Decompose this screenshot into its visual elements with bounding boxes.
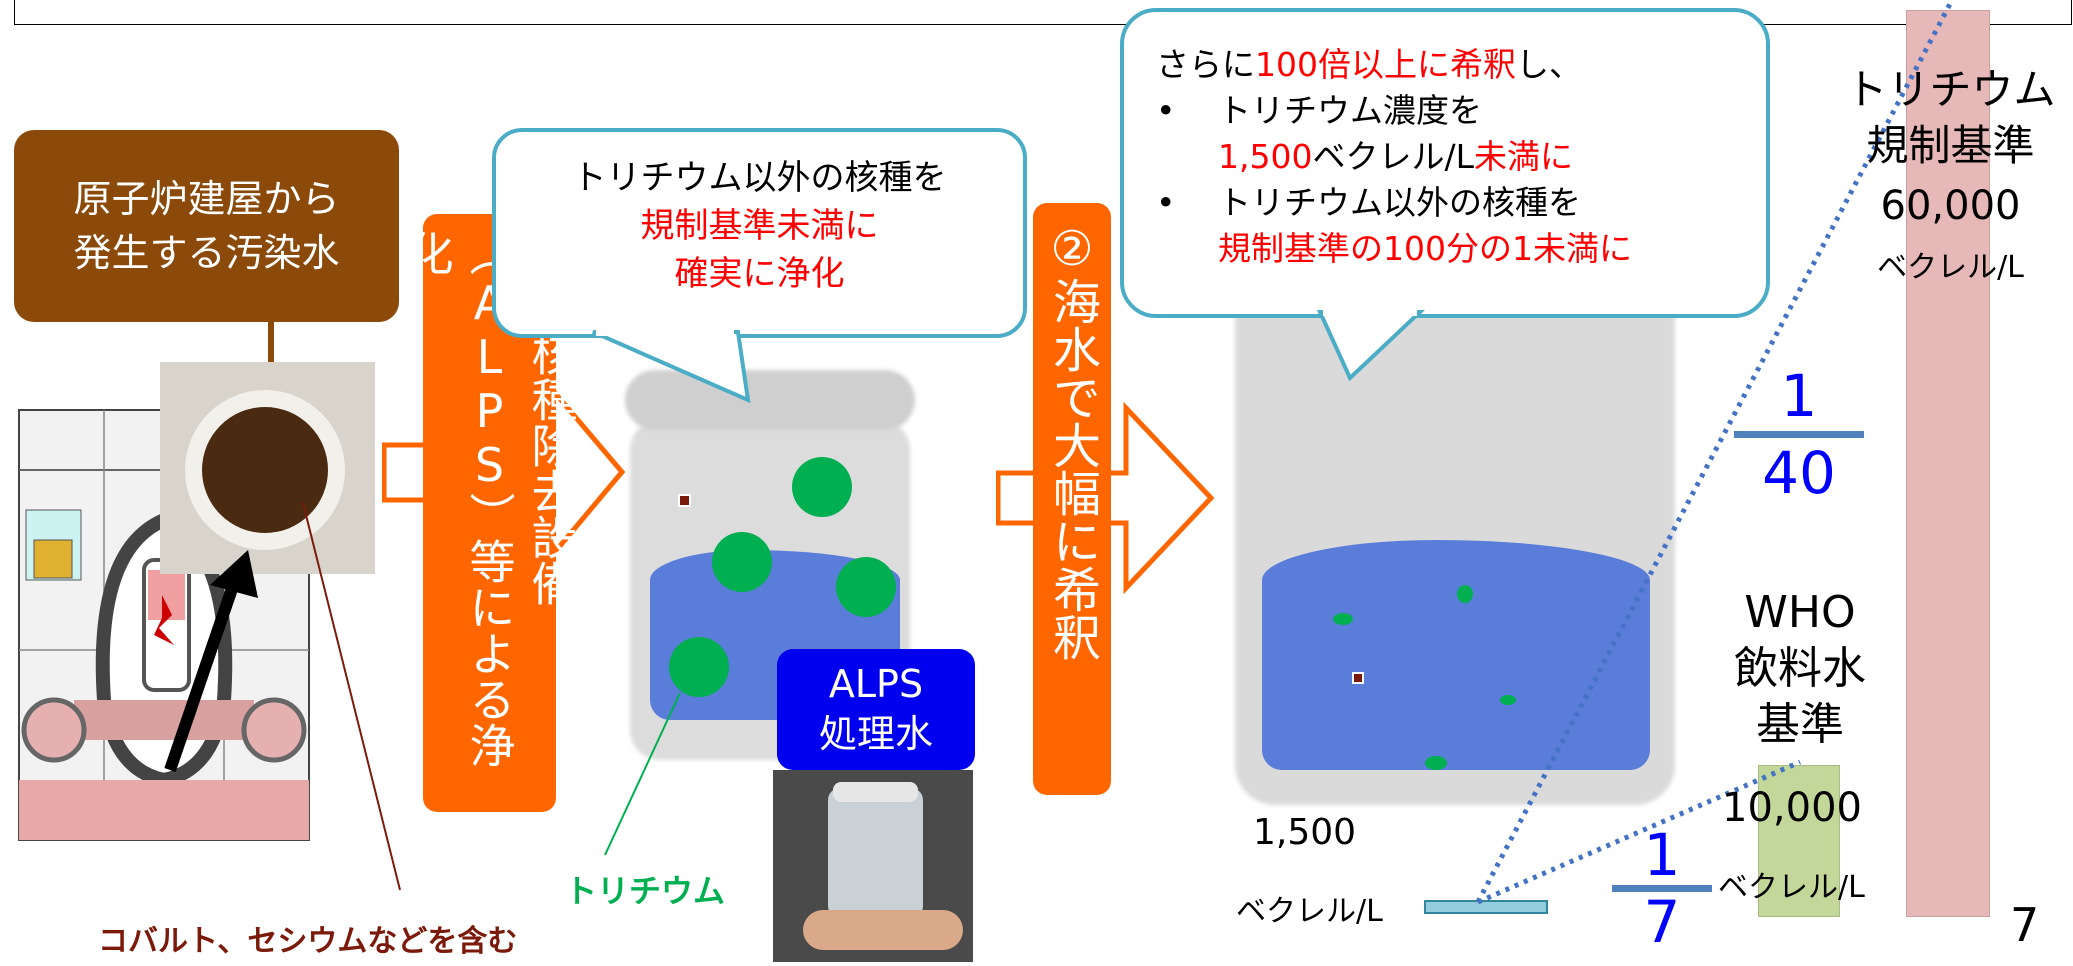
who-std-text: WHO 飲料水 基準 [1720, 585, 1880, 753]
tritium-label: トリチウム [565, 872, 726, 910]
ratio-large-denominator: 40 [1762, 439, 1836, 507]
tritium-std-unit: ベクレル/L [1877, 250, 2024, 285]
bullet-1: • [1156, 91, 1176, 130]
tritium-particle-small [1457, 585, 1473, 603]
ratio-small-numerator: 1 [1643, 821, 1681, 889]
callout2-b2-red: 規制基準の100分の1未満に [1218, 229, 1632, 268]
alps-water-photo [773, 770, 973, 962]
callout1-tail [592, 330, 751, 404]
who-line1: WHO [1744, 587, 1856, 638]
step2-text: 海水で大幅に希釈 [1044, 277, 1100, 661]
ratio-large-bar [1734, 431, 1864, 438]
ratio-large-numerator: 1 [1780, 362, 1818, 430]
tritium-std-line1: トリチウム [1845, 65, 2056, 114]
other-nuclide-particle [1352, 672, 1364, 684]
tritium-standard-bar [1906, 10, 1990, 917]
callout2-line1-pre: さらに [1156, 45, 1255, 84]
who-line3: 基準 [1756, 699, 1844, 750]
bullet-2: • [1156, 183, 1176, 222]
tritium-particle [792, 457, 852, 517]
tritium-particle [836, 557, 896, 617]
tritium-pointer-line [604, 692, 681, 856]
page-number: 7 [2010, 898, 2040, 952]
who-standard-bar [1758, 765, 1840, 917]
who-value: 10,000 [1722, 785, 1862, 831]
callout2-box: さらに100倍以上に希釈し、 • トリチウム濃度を 1,500ベクレル/L未満に… [1120, 8, 1770, 318]
alps-water-line1: ALPS [828, 662, 924, 706]
callout2-b2-line1: トリチウム以外の核種を [1218, 183, 1581, 222]
ratio-large: 1 40 [1734, 365, 1864, 504]
callout2-b1-mid: ベクレル/L [1312, 137, 1474, 176]
callout1-line3: 確実に浄化 [674, 254, 845, 294]
other-nuclide-particle [678, 494, 691, 507]
callout2-tail [1316, 310, 1426, 382]
who-line2: 飲料水 [1734, 643, 1866, 694]
target-level-bar [1424, 900, 1548, 914]
alps-water-label: ALPS 処理水 [777, 649, 975, 770]
alps-water-line2: 処理水 [818, 712, 933, 756]
tritium-std-line2: 規制基準 [1866, 121, 2035, 170]
leader-line [302, 502, 401, 891]
step2-number: ② [1044, 221, 1100, 277]
callout2-line1-red: 100倍以上に希釈 [1255, 45, 1516, 84]
tritium-std-value: 60,000 [1880, 183, 2021, 229]
jar2-water [1262, 540, 1650, 770]
ratio-small-denominator: 7 [1643, 888, 1681, 956]
callout2-b1-line1: トリチウム濃度を [1218, 91, 1482, 130]
tritium-particle-small [1500, 695, 1516, 705]
tritium-particle [712, 532, 772, 592]
top-frame [14, 0, 2072, 25]
target-unit: ベクレル/L [1236, 894, 1383, 929]
tritium-particle-small [1333, 613, 1353, 625]
source-label-box: 原子炉建屋から 発生する汚染水 [14, 130, 399, 322]
source-label-line1: 原子炉建屋から [73, 177, 340, 221]
source-label-line2: 発生する汚染水 [73, 231, 340, 275]
ratio-small-bar [1612, 885, 1712, 892]
jar1-lid [625, 370, 915, 430]
callout1-box: トリチウム以外の核種を 規制基準未満に 確実に浄化 [492, 128, 1027, 338]
who-unit: ベクレル/L [1718, 870, 1865, 905]
ratio-small: 1 7 [1612, 825, 1712, 952]
connector-line [268, 320, 274, 362]
callout2-line1-post: し、 [1516, 45, 1582, 84]
callout2-b1-red2: 未満に [1474, 137, 1573, 176]
tritium-std-text: トリチウム 規制基準 60,000 ベクレル/L [1838, 62, 2063, 296]
tritium-particle-small [1425, 756, 1447, 770]
target-value: 1,500 [1253, 812, 1357, 853]
tritium-particle [669, 637, 729, 697]
contains-note: コバルト、セシウムなどを含む [98, 924, 518, 959]
callout1-line1: トリチウム以外の核種を [572, 158, 947, 198]
black-arrow [164, 550, 258, 772]
step2-label: ②海水で大幅に希釈 [1033, 203, 1111, 795]
callout2-b1-red1: 1,500 [1218, 137, 1313, 176]
contaminated-water-photo [160, 362, 375, 574]
callout1-line2: 規制基準未満に [640, 206, 879, 246]
